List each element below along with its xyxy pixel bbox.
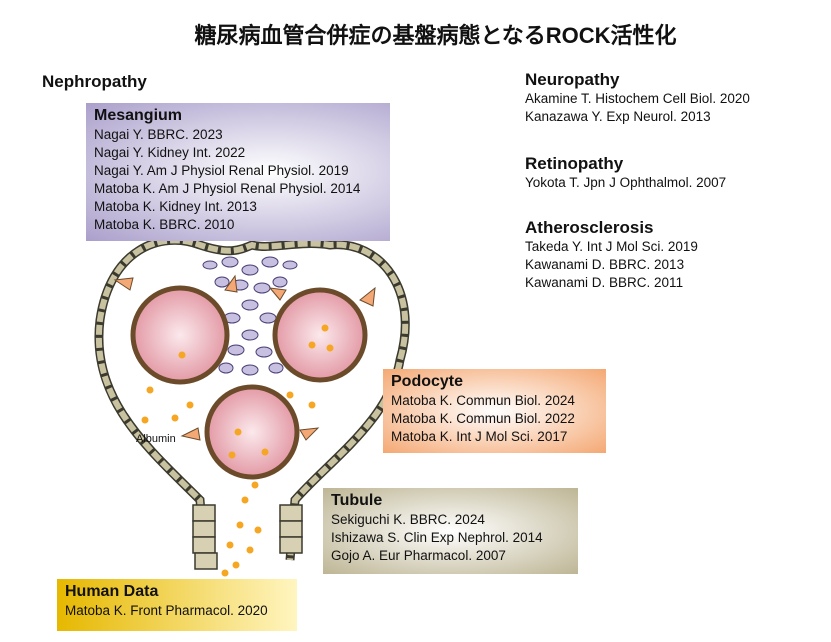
podocyte-box: Podocyte Matoba K. Commun Biol. 2024 Mat… xyxy=(383,369,606,453)
mesangium-heading: Mesangium xyxy=(94,107,183,124)
ref: Matoba K. Front Pharmacol. 2020 xyxy=(65,603,268,618)
page-title: 糖尿病血管合併症の基盤病態となるROCK活性化 xyxy=(194,23,677,48)
ref: Sekiguchi K. BBRC. 2024 xyxy=(331,512,485,527)
ref: Nagai Y. Kidney Int. 2022 xyxy=(94,145,246,160)
retinopathy-heading: Retinopathy xyxy=(525,154,624,173)
capillaries xyxy=(130,285,368,480)
atherosclerosis-section: Atherosclerosis Takeda Y. Int J Mol Sci.… xyxy=(525,218,698,292)
tubule-cells xyxy=(192,504,303,570)
mesangium-box: Mesangium Nagai Y. BBRC. 2023 Nagai Y. K… xyxy=(86,103,390,241)
ref: Kawanami D. BBRC. 2011 xyxy=(525,275,684,290)
atherosclerosis-heading: Atherosclerosis xyxy=(525,218,654,237)
human-data-box: Human Data Matoba K. Front Pharmacol. 20… xyxy=(57,579,297,631)
tubule-box: Tubule Sekiguchi K. BBRC. 2024 Ishizawa … xyxy=(323,488,578,574)
ref: Gojo A. Eur Pharmacol. 2007 xyxy=(331,548,506,563)
mesangial-cells xyxy=(202,256,298,376)
ref: Ishizawa S. Clin Exp Nephrol. 2014 xyxy=(331,530,543,545)
ref: Matoba K. Commun Biol. 2022 xyxy=(391,411,575,426)
albumin-dots xyxy=(141,324,334,577)
ref: Nagai Y. Am J Physiol Renal Physiol. 201… xyxy=(94,163,349,178)
human-data-heading: Human Data xyxy=(65,583,159,600)
ref: Matoba K. Commun Biol. 2024 xyxy=(391,393,575,408)
ref: Yokota T. Jpn J Ophthalmol. 2007 xyxy=(525,175,727,190)
nephropathy-heading: Nephropathy xyxy=(42,72,147,91)
neuropathy-heading: Neuropathy xyxy=(525,70,620,89)
ref: Nagai Y. BBRC. 2023 xyxy=(94,127,223,142)
ref: Kanazawa Y. Exp Neurol. 2013 xyxy=(525,109,711,124)
ref: Akamine T. Histochem Cell Biol. 2020 xyxy=(525,91,750,106)
ref: Matoba K. Am J Physiol Renal Physiol. 20… xyxy=(94,181,361,196)
ref: Matoba K. Int J Mol Sci. 2017 xyxy=(391,429,568,444)
podocyte-heading: Podocyte xyxy=(391,373,464,390)
ref: Takeda Y. Int J Mol Sci. 2019 xyxy=(525,239,698,254)
retinopathy-section: Retinopathy Yokota T. Jpn J Ophthalmol. … xyxy=(525,154,726,192)
albumin-label: Albumin xyxy=(136,433,176,445)
podocytes xyxy=(113,274,376,441)
ref: Kawanami D. BBRC. 2013 xyxy=(525,257,685,272)
ref: Matoba K. BBRC. 2010 xyxy=(94,217,235,232)
ref: Matoba K. Kidney Int. 2013 xyxy=(94,199,257,214)
neuropathy-section: Neuropathy Akamine T. Histochem Cell Bio… xyxy=(525,70,750,126)
tubule-heading: Tubule xyxy=(331,492,383,509)
